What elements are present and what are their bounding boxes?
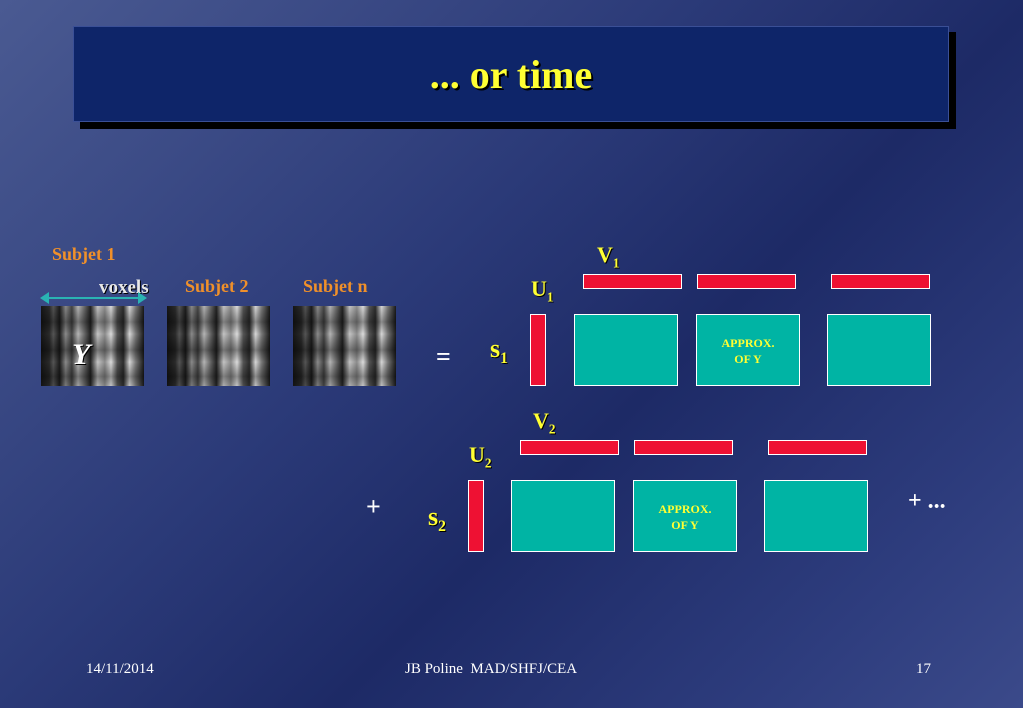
matrix-y-label: Y (72, 338, 91, 371)
title-box: ... or time (73, 26, 949, 122)
footer-date: 14/11/2014 (86, 661, 154, 677)
v2-label: V2 (533, 408, 556, 437)
v1-bar-2 (697, 274, 796, 289)
footer-author: JB Poline MAD/SHFJ/CEA (405, 661, 578, 677)
u1-bar (530, 314, 546, 386)
v2-bar-2 (634, 440, 733, 455)
data-matrix-subject-2 (167, 306, 270, 386)
u1-label: U1 (531, 276, 554, 305)
v1-bar-3 (831, 274, 930, 289)
component-2-block-3 (764, 480, 868, 552)
v2-bar-3 (768, 440, 867, 455)
s1-label: s1 (490, 334, 508, 368)
approx-line-1: APPROX. (721, 336, 775, 350)
subject-n-label: Subjet n (303, 276, 368, 296)
component-1-block-1 (574, 314, 678, 386)
data-matrix-subject-n (293, 306, 396, 386)
plus-more-sign: + ... (908, 488, 946, 514)
s2-label: s2 (428, 502, 446, 536)
approx-line-2: OF Y (671, 518, 699, 532)
subject-2-label: Subjet 2 (185, 276, 249, 296)
u2-label: U2 (469, 442, 492, 471)
approx-line-1: APPROX. (658, 502, 712, 516)
approx-line-2: OF Y (734, 352, 762, 366)
component-2-approx-block: APPROX. OF Y (633, 480, 737, 552)
data-matrix-subject-1 (41, 306, 144, 386)
subject-1-label: Subjet 1 (52, 244, 116, 264)
component-1-approx-block: APPROX. OF Y (696, 314, 800, 386)
v2-bar-1 (520, 440, 619, 455)
component-2-block-1 (511, 480, 615, 552)
v1-bar-1 (583, 274, 682, 289)
footer-page-number: 17 (916, 661, 931, 677)
plus-sign: + (366, 492, 381, 521)
u2-bar (468, 480, 484, 552)
voxels-label: voxels (99, 277, 149, 298)
equals-sign: = (436, 342, 451, 371)
v1-label: V1 (597, 242, 620, 271)
component-1-block-3 (827, 314, 931, 386)
slide-title: ... or time (429, 51, 593, 97)
double-arrow-icon (40, 292, 147, 304)
